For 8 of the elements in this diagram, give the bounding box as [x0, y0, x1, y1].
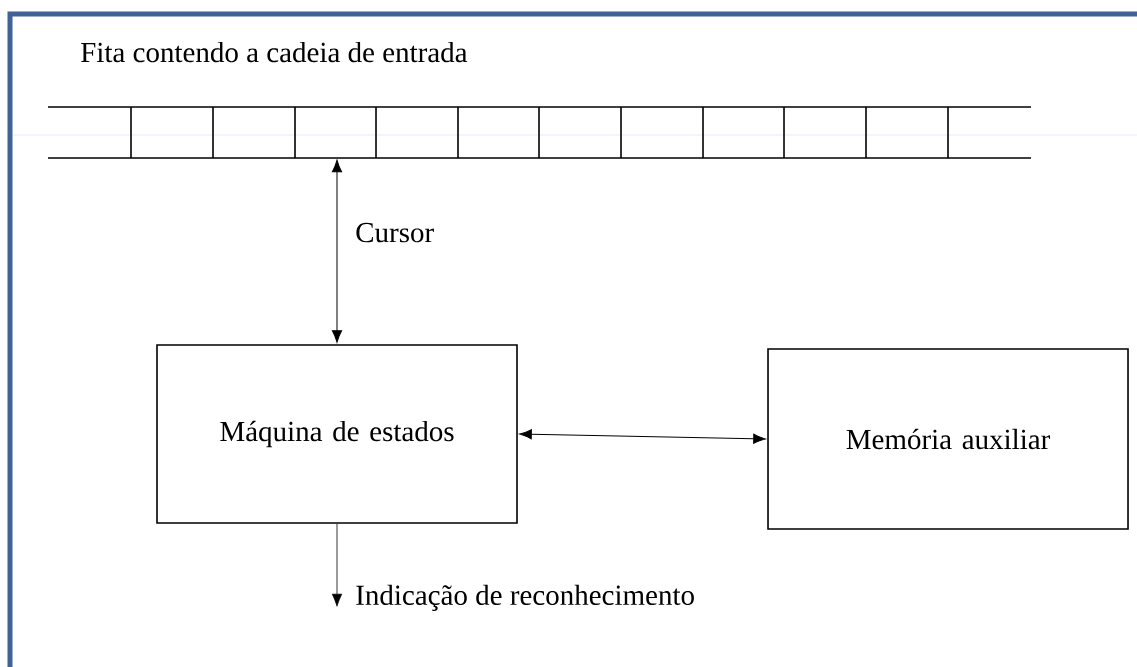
- arrow: [331, 159, 343, 343]
- memory-box: Memória auxiliar: [767, 348, 1129, 530]
- state-machine-box: Máquina de estados: [156, 344, 518, 524]
- arrow: [519, 429, 766, 444]
- edge-label: Cursor: [353, 220, 437, 245]
- edge-label: Indicação de reconhecimento: [353, 582, 697, 613]
- tape-heading: Fita contendo a cadeia de entrada: [81, 41, 468, 63]
- arrow: [331, 523, 343, 607]
